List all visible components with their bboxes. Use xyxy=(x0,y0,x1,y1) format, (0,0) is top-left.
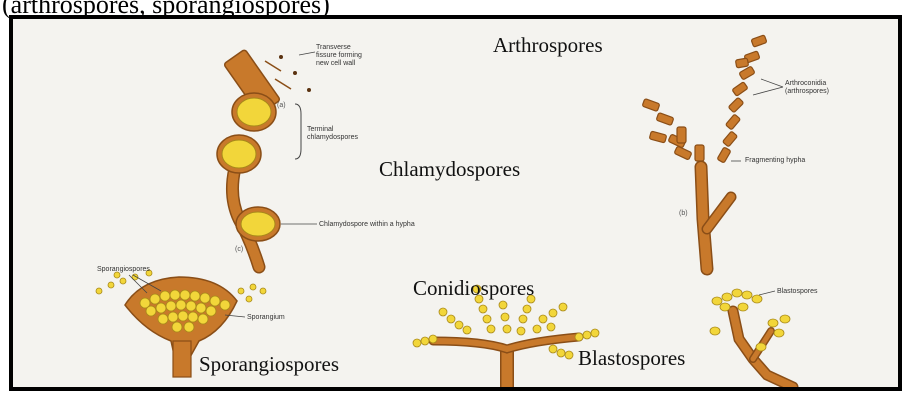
transverse-label-2: fissure forming xyxy=(316,52,362,59)
chlamydospores-title: Chlamydospores xyxy=(379,157,520,181)
blastospores-title: Blastospores xyxy=(578,346,685,370)
blastospores-small-label: Blastospores xyxy=(777,288,818,295)
transverse-label-3: new cell wall xyxy=(316,60,356,67)
fragmenting-hypha-label: Fragmenting hypha xyxy=(745,157,805,164)
terminal-label-1: Terminal xyxy=(307,126,334,133)
arthroconidia-label-1: Arthroconidia xyxy=(785,80,826,87)
transverse-label-1: Transverse xyxy=(316,44,351,51)
sporangiospores-small-label: Sporangiospores xyxy=(97,266,150,273)
chlamydospore-within-hypha-label: Chlamydospore within a hypha xyxy=(319,221,415,228)
figure-background xyxy=(13,19,898,387)
terminal-label-2: chlamydospores xyxy=(307,134,358,141)
spore-diagram: Transverse fissure forming new cell wall… xyxy=(13,19,898,387)
sporangiospores-title: Sporangiospores xyxy=(199,352,339,376)
sporangium-label: Sporangium xyxy=(247,314,285,321)
panel-a-label: (a) xyxy=(277,102,286,109)
spore-types-figure: Transverse fissure forming new cell wall… xyxy=(9,15,902,391)
arthroconidia-label-2: (arthrospores) xyxy=(785,88,829,95)
conidiospores-title: Conidiospores xyxy=(413,276,534,300)
panel-b-label: (b) xyxy=(679,210,688,217)
panel-c-label: (c) xyxy=(235,246,243,253)
arthrospores-title: Arthrospores xyxy=(493,33,603,57)
